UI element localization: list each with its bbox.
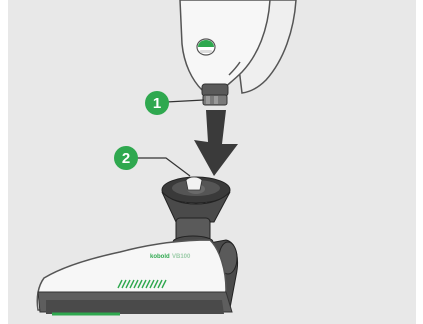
release-button-icon [197, 39, 215, 55]
nozzle-connector [162, 177, 230, 248]
callout-number-1: 1 [153, 95, 161, 112]
callout-2: 2 [114, 146, 190, 176]
callout-number-2: 2 [122, 150, 130, 167]
floor-nozzle: kobold VB100 [37, 240, 237, 314]
handheld-unit [180, 0, 296, 105]
insert-direction-arrow-icon [194, 110, 238, 176]
nozzle-model-label: VB100 [172, 254, 191, 260]
callout-1: 1 [145, 91, 204, 115]
nozzle-brand-logo: kobold [150, 254, 170, 260]
